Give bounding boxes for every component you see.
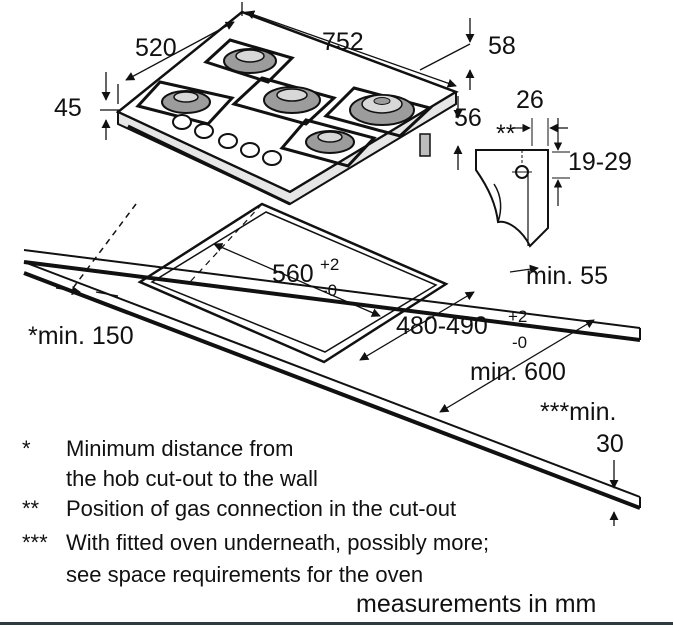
burner-wok-right (349, 94, 415, 126)
note-1-line-1: Minimum distance from (66, 436, 294, 461)
note-1-line-2: the hob cut-out to the wall (66, 466, 318, 491)
dim-gas-offset: 26 (516, 86, 544, 114)
note-3-mark: *** (22, 530, 48, 555)
bottom-rule (0, 622, 673, 625)
dim-min-wall: *min. 150 (28, 322, 134, 350)
dim-min-oven-value: 30 (596, 430, 624, 458)
burner-rear-left (223, 48, 277, 74)
note-2: ** Position of gas connection in the cut-… (22, 496, 456, 522)
note-1-cont: the hob cut-out to the wall (22, 466, 318, 492)
note-3-line-1: With fitted oven underneath, possibly mo… (66, 530, 490, 555)
dim-min-worktop: min. 600 (470, 358, 566, 386)
units-label: measurements in mm (356, 590, 597, 618)
note-2-line-1: Position of gas connection in the cut-ou… (66, 496, 457, 521)
dim-min-front: min. 55 (526, 262, 608, 290)
gas-connection-stub (419, 133, 431, 157)
burner-front-right (305, 130, 355, 154)
dim-width-top: 752 (322, 28, 364, 56)
note-1: * Minimum distance from (22, 436, 293, 462)
dim-cutout-width-tol-plus: +2 (320, 255, 339, 274)
control-knobs (172, 114, 282, 166)
dim-cutout-depth: 480-490 (396, 312, 488, 340)
note-2-mark: ** (22, 496, 40, 521)
dim-cutout-width: 560 (272, 260, 314, 288)
dim-cutout-width-tol-minus: -0 (322, 281, 337, 300)
note-3: *** With fitted oven underneath, possibly… (22, 530, 489, 556)
note-3-line-2: see space requirements for the oven (66, 562, 424, 587)
dimension-lines (55, 2, 619, 526)
dim-width-left: 520 (135, 34, 177, 62)
dim-gas-height: 19-29 (568, 148, 632, 176)
note-1-mark: * (22, 436, 31, 461)
burner-front-left (161, 90, 211, 114)
dim-gas-mark: ** (496, 120, 516, 148)
burner-center (263, 86, 321, 114)
dim-cutout-depth-tol-plus: +2 (508, 307, 527, 326)
dim-min-oven-label: ***min. (540, 398, 616, 426)
dim-hob-front-height: 56 (454, 104, 482, 132)
dim-cutout-depth-tol-minus: -0 (512, 333, 527, 352)
dim-depth-right: 58 (488, 32, 516, 60)
gas-connection-detail (475, 118, 570, 248)
note-3-cont: see space requirements for the oven (22, 562, 423, 588)
dim-height-left: 45 (54, 94, 82, 122)
